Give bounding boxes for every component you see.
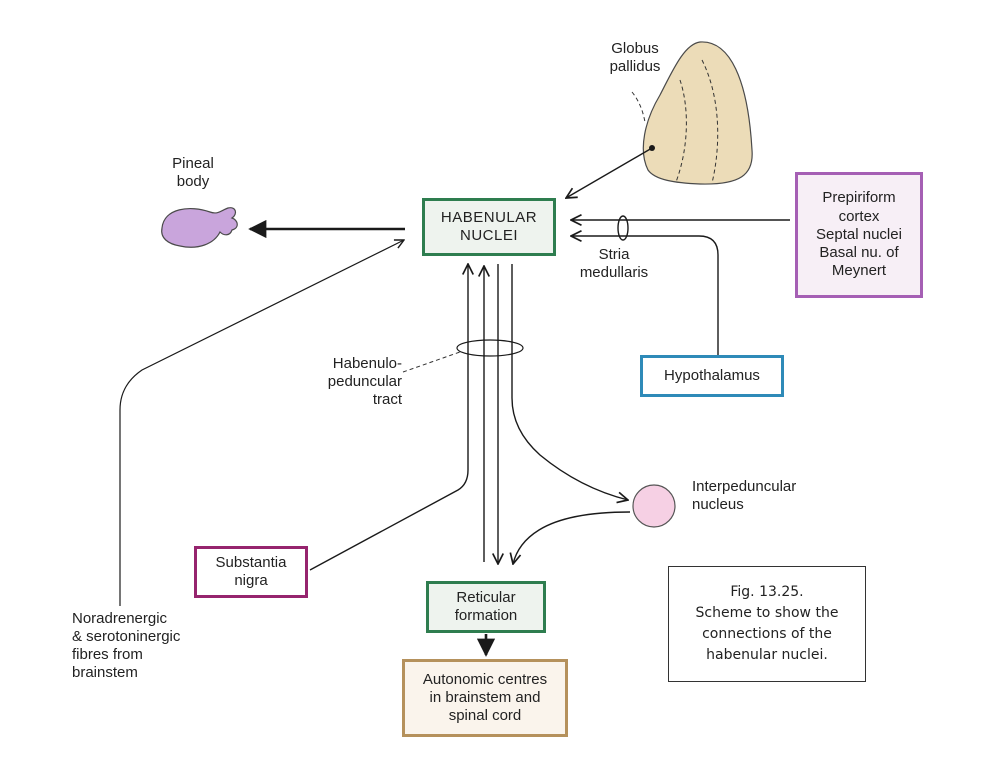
noradrenergic-fibres-label-line-3: fibres from (72, 646, 143, 663)
noradrenergic-fibres-label-line-1: Noradrenergic (72, 610, 168, 627)
noradrenergic-fibres-label-line-4: brainstem (72, 664, 138, 681)
autonomic-centres-line-3: spinal cord (448, 707, 522, 725)
reticular-formation-line-1: Reticular (456, 588, 516, 606)
globus-pallidus-label-line-2: pallidus (609, 58, 661, 75)
prepiriform-line-3: Septal nuclei (816, 225, 902, 243)
reticular-formation-box: Reticular formation (426, 581, 546, 633)
pineal-body-label: Pineal body (150, 155, 236, 191)
arrow-hypothalamus-to-habenular (571, 236, 719, 355)
stria-medullaris-label-line-1: Stria (598, 246, 630, 263)
stria-medullaris-label: Stria medullaris (566, 246, 662, 282)
interpeduncular-nucleus-shape (632, 484, 676, 528)
autonomic-centres-line-1: Autonomic centres (422, 670, 548, 688)
hypothalamus-label: Hypothalamus (664, 366, 760, 384)
habenulo-peduncular-tract-line-1: Habenulo- (332, 355, 402, 372)
arrow-globus-to-habenular (566, 147, 653, 198)
tract-to-interpeduncular (511, 264, 628, 500)
arrow-substantia-to-habenular (309, 264, 468, 571)
habenulo-peduncular-tract-ring (456, 339, 524, 357)
prepiriform-line-1: Prepiriform (822, 189, 896, 207)
habenular-nuclei-line-2: NUCLEI (459, 227, 518, 244)
globus-pallidus-label: Globus pallidus (590, 40, 680, 76)
pineal-body-shape (161, 207, 238, 248)
figure-caption-line-2: Scheme to show the (695, 605, 839, 621)
substantia-nigra-box: Substantia nigra (194, 546, 308, 598)
globus-pallidus-pointer (631, 91, 646, 123)
globus-pallidus-inner-lamina (675, 79, 687, 183)
prepiriform-box: Prepiriform cortex Septal nuclei Basal n… (795, 172, 923, 298)
habenulo-peduncular-tract-line-2: peduncular (327, 373, 402, 390)
substantia-nigra-line-1: Substantia (215, 553, 287, 571)
noradrenergic-fibres-label-line-2: & serotoninergic (72, 628, 181, 645)
figure-caption-line-1: Fig. 13.25. (730, 584, 804, 600)
habenular-nuclei-box: HABENULAR NUCLEI (422, 198, 556, 256)
prepiriform-line-2: cortex (838, 207, 880, 225)
figure-caption-line-4: habenular nuclei. (706, 647, 828, 663)
pineal-body-label-line-2: body (176, 173, 210, 190)
habenulo-peduncular-tract-line-3: tract (372, 391, 402, 408)
autonomic-centres-line-2: in brainstem and (429, 688, 541, 706)
globus-pallidus-shape (631, 41, 753, 185)
figure-caption: Fig. 13.25. Scheme to show the connectio… (668, 566, 866, 682)
globus-pallidus-label-line-1: Globus (611, 40, 659, 57)
interpeduncular-nucleus-label-line-2: nucleus (692, 496, 744, 513)
autonomic-centres-box: Autonomic centres in brainstem and spina… (402, 659, 568, 737)
hypothalamus-box: Hypothalamus (640, 355, 784, 397)
stria-medullaris-label-line-2: medullaris (579, 264, 649, 281)
habenulo-peduncular-tract-label: Habenulo- peduncular tract (296, 355, 402, 409)
prepiriform-line-5: Meynert (831, 262, 887, 280)
substantia-nigra-line-2: nigra (234, 572, 268, 589)
reticular-formation-line-2: formation (454, 607, 518, 624)
interpeduncular-nucleus-label: Interpeduncular nucleus (692, 478, 832, 514)
pineal-body-label-line-1: Pineal (172, 155, 214, 172)
interpeduncular-nucleus-label-line-1: Interpeduncular (692, 478, 797, 495)
arrow-interpeduncular-to-reticular (513, 511, 631, 564)
habenulo-peduncular-tract-pointer (402, 351, 461, 373)
globus-pallidus-body (642, 41, 753, 185)
figure-caption-line-3: connections of the (702, 626, 832, 642)
globus-pallidus-outer-lamina (701, 59, 719, 184)
arrow-noradrenergic-to-habenular (119, 240, 404, 606)
stria-medullaris-ring (617, 215, 629, 241)
habenular-nuclei-line-1: HABENULAR (440, 208, 538, 226)
prepiriform-line-4: Basal nu. of (819, 244, 899, 262)
noradrenergic-fibres-label: Noradrenergic & serotoninergic fibres fr… (72, 610, 222, 682)
